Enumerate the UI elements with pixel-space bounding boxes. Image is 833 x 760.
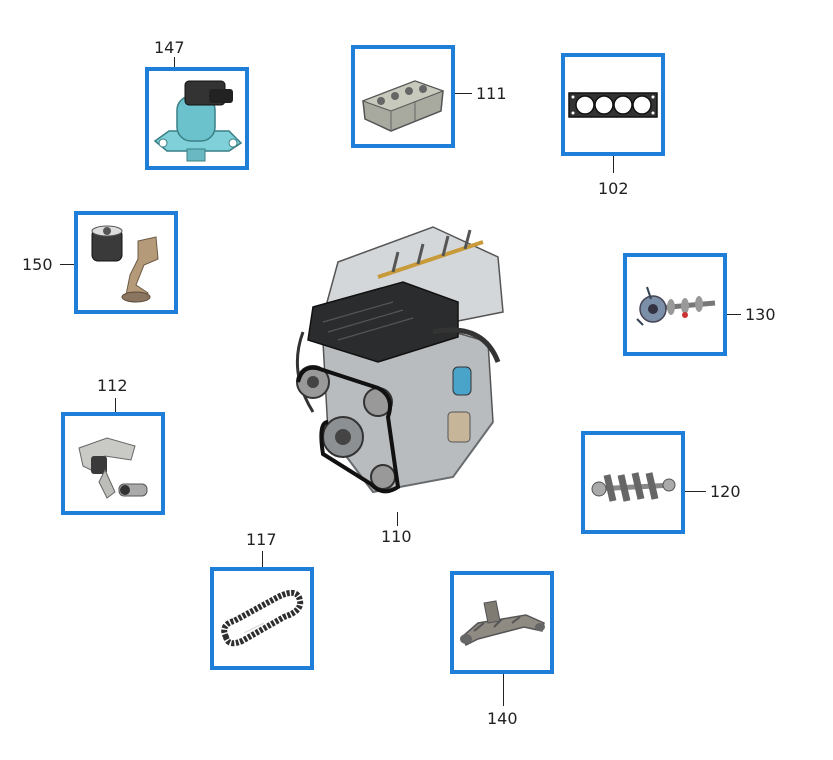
label-130[interactable]: 130 — [745, 305, 776, 324]
engine-assembly-icon — [295, 226, 504, 494]
part-exhaust-manifold[interactable] — [450, 571, 554, 674]
part-camshaft[interactable] — [623, 253, 727, 356]
leader-line-150 — [60, 264, 74, 265]
oil-filter-pump-icon — [91, 225, 159, 303]
camshaft-icon — [636, 286, 716, 326]
label-150[interactable]: 150 — [22, 255, 53, 274]
leader-line-120 — [685, 491, 706, 492]
label-147[interactable]: 147 — [154, 38, 185, 57]
egr-valve-icon — [153, 80, 243, 162]
part-timing-belt[interactable] — [210, 567, 314, 670]
leader-line-111 — [455, 93, 472, 94]
part-cylinder-head[interactable] — [351, 45, 455, 148]
leader-line-102 — [613, 156, 614, 173]
label-102[interactable]: 102 — [598, 179, 629, 198]
part-oil-filter-pump[interactable] — [74, 211, 178, 314]
part-engine-mount[interactable] — [61, 412, 165, 515]
cylinder-head-icon — [361, 80, 445, 132]
leader-line-110 — [397, 512, 398, 526]
label-112[interactable]: 112 — [97, 376, 128, 395]
timing-belt-icon — [221, 589, 304, 647]
head-gasket-icon — [568, 92, 658, 118]
label-140[interactable]: 140 — [487, 709, 518, 728]
engine-mount-icon — [78, 437, 148, 499]
leader-line-130 — [727, 314, 741, 315]
part-egr-valve[interactable] — [145, 67, 249, 170]
leader-line-140 — [503, 674, 504, 706]
label-111[interactable]: 111 — [476, 84, 507, 103]
label-117[interactable]: 117 — [246, 530, 277, 549]
leader-line-117 — [262, 551, 263, 567]
leader-line-147 — [174, 57, 175, 67]
label-120[interactable]: 120 — [710, 482, 741, 501]
engine-assembly-image[interactable] — [283, 222, 523, 497]
label-110[interactable]: 110 — [381, 527, 412, 546]
part-head-gasket[interactable] — [561, 53, 665, 156]
leader-line-112 — [115, 398, 116, 412]
exhaust-manifold-icon — [460, 600, 545, 647]
part-crankshaft[interactable] — [581, 431, 685, 534]
crankshaft-icon — [591, 472, 676, 502]
